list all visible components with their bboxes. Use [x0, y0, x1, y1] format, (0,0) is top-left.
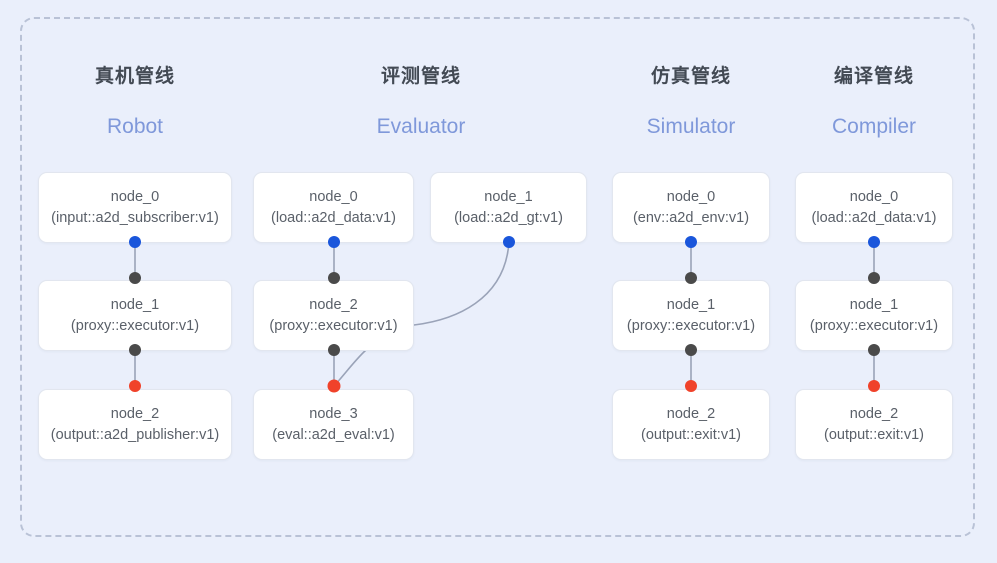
node-title: node_1: [484, 188, 533, 205]
column-title-en-compiler: Compiler: [831, 115, 917, 138]
port-dot-output[interactable]: [129, 380, 141, 392]
node-title: node_1: [849, 296, 899, 313]
node-subtitle: (load::a2d_data:v1): [811, 209, 937, 226]
node-title: node_3: [309, 405, 358, 422]
node-title: node_2: [849, 405, 899, 422]
port-dot-input[interactable]: [328, 236, 340, 248]
port-dot-link[interactable]: [129, 344, 141, 356]
pipeline-group-frame: [20, 17, 975, 537]
node-title: node_0: [849, 188, 899, 205]
port-dot-output[interactable]: [868, 380, 880, 392]
column-title-zh-evaluator: 评测管线: [380, 66, 461, 87]
port-dot-input[interactable]: [685, 236, 697, 248]
port-dot-link[interactable]: [868, 344, 880, 356]
column-header-simulator: 仿真管线 Simulator: [647, 64, 736, 140]
port-dot-output[interactable]: [327, 379, 341, 393]
port-dot-link[interactable]: [868, 272, 880, 284]
port-dot-link[interactable]: [328, 272, 340, 284]
port-dot-output[interactable]: [685, 380, 697, 392]
node-box[interactable]: node_1(proxy::executor:v1): [795, 280, 953, 351]
node-title: node_0: [666, 188, 716, 205]
node-title: node_2: [309, 296, 358, 313]
column-header-robot: 真机管线 Robot: [95, 64, 175, 140]
port-dot-link[interactable]: [129, 272, 141, 284]
node-box[interactable]: node_0(load::a2d_data:v1): [795, 172, 953, 243]
column-title-en-robot: Robot: [106, 115, 164, 138]
port-dot-link[interactable]: [685, 344, 697, 356]
node-box[interactable]: node_0(input::a2d_subscriber:v1): [38, 172, 232, 243]
node-title: node_0: [309, 188, 358, 205]
node-title: node_2: [110, 405, 160, 422]
node-subtitle: (load::a2d_data:v1): [271, 209, 396, 226]
node-box[interactable]: node_3(eval::a2d_eval:v1): [253, 389, 414, 460]
node-title: node_1: [110, 296, 160, 313]
node-subtitle: (proxy::executor:v1): [70, 317, 200, 334]
node-subtitle: (output::a2d_publisher:v1): [50, 426, 220, 443]
column-title-zh-simulator: 仿真管线: [650, 66, 732, 87]
port-dot-input[interactable]: [503, 236, 515, 248]
column-title-zh-robot: 真机管线: [94, 66, 176, 87]
port-dot-link[interactable]: [328, 344, 340, 356]
column-title-en-evaluator: Evaluator: [376, 115, 466, 138]
port-dot-link[interactable]: [685, 272, 697, 284]
node-subtitle: (output::exit:v1): [641, 426, 741, 443]
column-header-compiler: 编译管线 Compiler: [832, 64, 916, 140]
node-subtitle: (proxy::executor:v1): [269, 317, 398, 334]
column-title-zh-compiler: 编译管线: [833, 66, 914, 87]
node-box[interactable]: node_1(load::a2d_gt:v1): [430, 172, 587, 243]
node-title: node_1: [666, 296, 716, 313]
node-title: node_2: [666, 405, 716, 422]
node-box[interactable]: node_1(proxy::executor:v1): [38, 280, 232, 351]
node-box[interactable]: node_2(output::exit:v1): [795, 389, 953, 460]
column-header-evaluator: 评测管线 Evaluator: [377, 64, 466, 140]
node-subtitle: (eval::a2d_eval:v1): [272, 426, 395, 443]
node-box[interactable]: node_0(load::a2d_data:v1): [253, 172, 414, 243]
node-box[interactable]: node_2(output::a2d_publisher:v1): [38, 389, 232, 460]
port-dot-input[interactable]: [868, 236, 880, 248]
node-subtitle: (env::a2d_env:v1): [632, 209, 750, 226]
node-subtitle: (proxy::executor:v1): [626, 317, 756, 334]
node-title: node_0: [110, 188, 160, 205]
column-title-en-simulator: Simulator: [646, 115, 736, 138]
node-box[interactable]: node_0(env::a2d_env:v1): [612, 172, 770, 243]
node-subtitle: (proxy::executor:v1): [809, 317, 939, 334]
node-subtitle: (load::a2d_gt:v1): [454, 209, 563, 226]
node-box[interactable]: node_2(proxy::executor:v1): [253, 280, 414, 351]
node-box[interactable]: node_2(output::exit:v1): [612, 389, 770, 460]
node-subtitle: (input::a2d_subscriber:v1): [51, 209, 219, 226]
port-dot-input[interactable]: [129, 236, 141, 248]
node-subtitle: (output::exit:v1): [824, 426, 924, 443]
node-box[interactable]: node_1(proxy::executor:v1): [612, 280, 770, 351]
